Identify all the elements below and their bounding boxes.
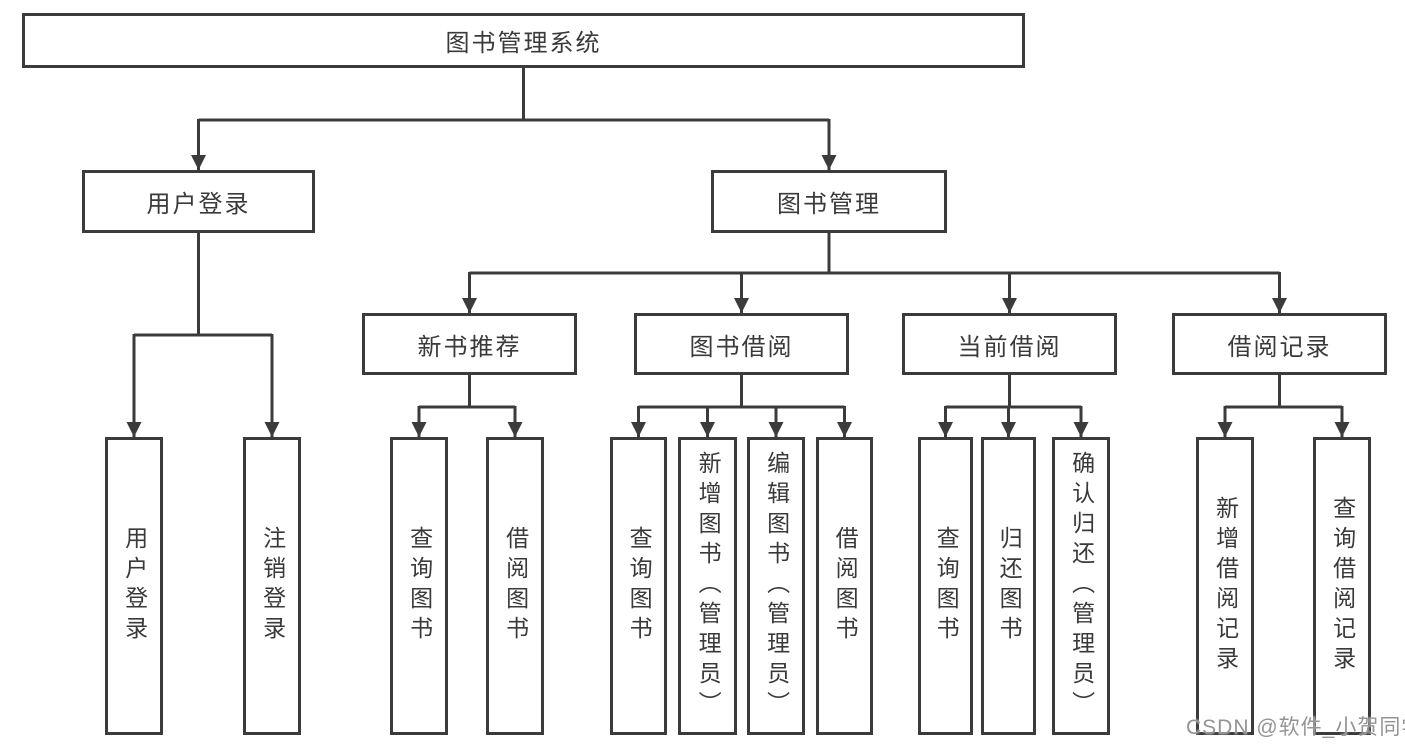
edge-new-book-recommend-to-leaves xyxy=(411,374,523,437)
leaf-nbr-query-books: 查询图书 xyxy=(390,437,448,735)
leaf-logout-label: 注销登录 xyxy=(259,526,286,646)
leaf-cb-return-books: 归还图书 xyxy=(981,437,1036,735)
leaf-bb-add-books-admin-label: 新增图书（管理员） xyxy=(695,451,722,721)
leaf-user-login: 用户登录 xyxy=(105,437,163,735)
leaf-br-add-record-label: 新增借阅记录 xyxy=(1212,496,1239,676)
edge-root-to-level2 xyxy=(191,68,837,170)
leaf-nbr-query-books-label: 查询图书 xyxy=(406,526,433,646)
leaf-user-login-label: 用户登录 xyxy=(121,526,148,646)
leaf-bb-edit-books-admin: 编辑图书（管理员） xyxy=(747,437,805,735)
node-root-system: 图书管理系统 xyxy=(22,13,1025,68)
leaf-br-query-record: 查询借阅记录 xyxy=(1313,437,1371,735)
edge-borrow-records-to-leaves xyxy=(1217,374,1350,437)
node-user-login: 用户登录 xyxy=(82,170,315,233)
leaf-bb-query-books: 查询图书 xyxy=(610,437,667,735)
node-current-borrow: 当前借阅 xyxy=(902,313,1117,375)
leaf-cb-return-books-label: 归还图书 xyxy=(996,526,1023,646)
leaf-br-add-record: 新增借阅记录 xyxy=(1196,437,1254,735)
leaf-logout: 注销登录 xyxy=(243,437,301,735)
edge-user-login-to-leaves xyxy=(126,233,280,437)
leaf-cb-confirm-return-admin: 确认归还（管理员） xyxy=(1052,437,1110,735)
leaf-bb-borrow-books-label: 借阅图书 xyxy=(832,526,859,646)
node-book-borrow: 图书借阅 xyxy=(634,313,849,375)
edge-current-borrow-to-leaves xyxy=(938,374,1089,437)
leaf-cb-query-books: 查询图书 xyxy=(918,437,973,735)
leaf-bb-add-books-admin: 新增图书（管理员） xyxy=(678,437,737,735)
edge-book-management-to-level3 xyxy=(462,233,1287,313)
leaf-bb-query-books-label: 查询图书 xyxy=(626,526,653,646)
csdn-watermark: CSDN @软件_小贺同学 xyxy=(1186,716,1405,739)
leaf-bb-borrow-books: 借阅图书 xyxy=(816,437,873,735)
node-borrow-records: 借阅记录 xyxy=(1172,313,1387,375)
edge-book-borrow-to-leaves xyxy=(631,374,852,437)
leaf-cb-query-books-label: 查询图书 xyxy=(933,526,960,646)
leaf-nbr-borrow-books-label: 借阅图书 xyxy=(502,526,529,646)
leaf-nbr-borrow-books: 借阅图书 xyxy=(486,437,544,735)
leaf-bb-edit-books-admin-label: 编辑图书（管理员） xyxy=(763,451,790,721)
leaf-br-query-record-label: 查询借阅记录 xyxy=(1329,496,1356,676)
node-book-management: 图书管理 xyxy=(711,170,947,233)
leaf-cb-confirm-return-admin-label: 确认归还（管理员） xyxy=(1068,451,1095,721)
node-new-book-recommend: 新书推荐 xyxy=(362,313,577,375)
